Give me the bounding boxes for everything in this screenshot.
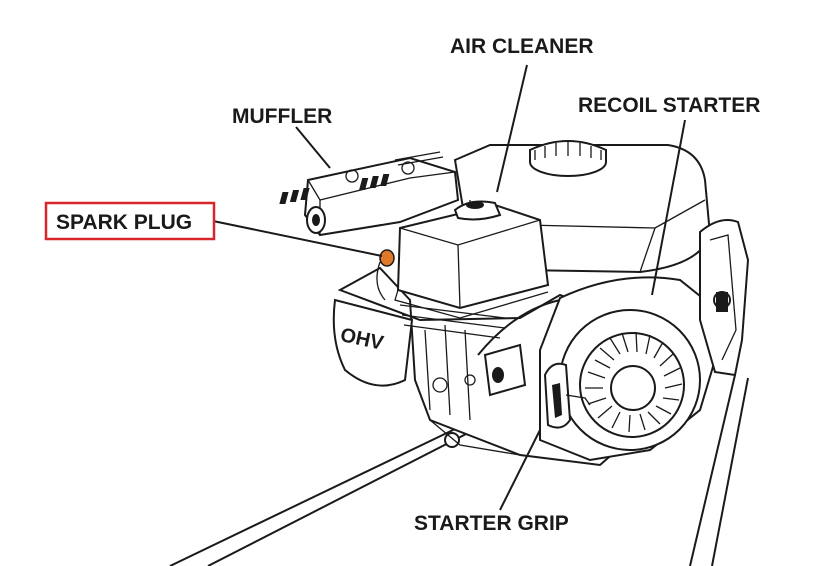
frame-handle: [699, 219, 750, 377]
muffler-part: [279, 151, 460, 237]
label-muffler: MUFFLER: [232, 105, 332, 128]
label-starter-grip: STARTER GRIP: [414, 512, 569, 535]
label-spark-plug: SPARK PLUG: [56, 211, 192, 234]
label-recoil-starter: RECOIL STARTER: [578, 94, 760, 117]
leader-lines: [212, 64, 686, 511]
fuel-valve: [477, 298, 571, 397]
label-air-cleaner: AIR CLEANER: [450, 35, 594, 58]
spark-plug-part: [376, 249, 395, 301]
frame-legs: [169, 374, 749, 566]
spark-plug-highlight-box: [44, 201, 216, 241]
air-cleaner-part: [394, 200, 550, 319]
recoil-starter-part: [539, 276, 717, 462]
starter-grip-part: [543, 362, 591, 429]
